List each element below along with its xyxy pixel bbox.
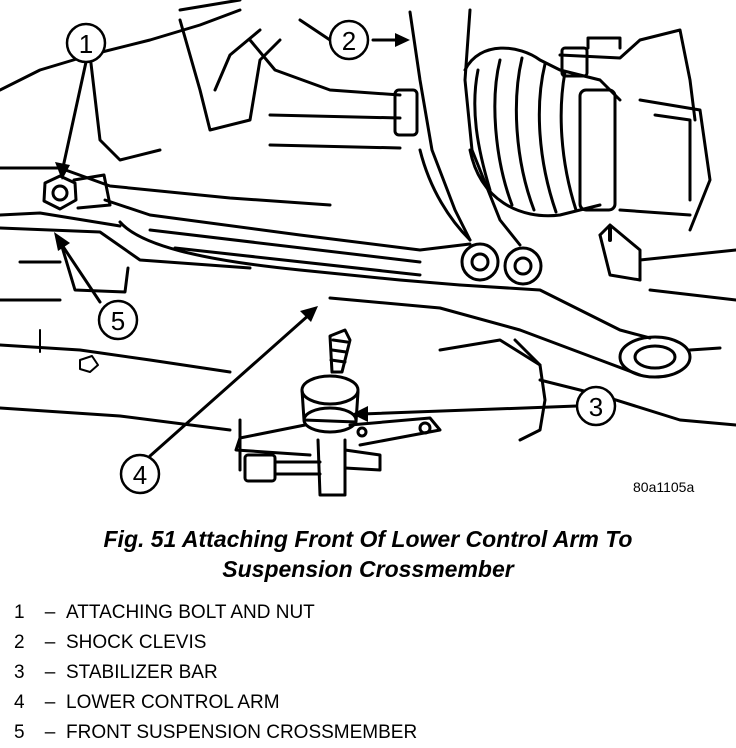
crossmember-drawing <box>0 166 332 432</box>
cv-boot-drawing <box>463 28 736 302</box>
legend-label: SHOCK CLEVIS <box>66 632 207 653</box>
legend-item: 4–LOWER CONTROL ARM <box>14 688 417 718</box>
callout-3-label: 3 <box>589 392 603 422</box>
legend-label: ATTACHING BOLT AND NUT <box>66 602 315 623</box>
legend-dash: – <box>44 632 56 653</box>
lower-control-arm-drawing <box>103 198 722 379</box>
callout-arrows <box>54 33 579 458</box>
callout-circles <box>65 19 617 495</box>
legend-number: 1 <box>14 602 25 623</box>
shock-clevis-drawing <box>408 8 543 286</box>
legend-dash: – <box>44 722 56 743</box>
legend-label: STABILIZER BAR <box>66 662 218 683</box>
callout-2-label: 2 <box>342 26 356 56</box>
attaching-bolt-drawing <box>42 173 112 211</box>
legend-item: 5–FRONT SUSPENSION CROSSMEMBER <box>14 718 417 748</box>
legend-dash: – <box>44 662 56 683</box>
callout-4-label: 4 <box>133 460 147 490</box>
legend-dash: – <box>44 602 56 623</box>
legend-item: 3–STABILIZER BAR <box>14 658 417 688</box>
stabilizer-link-drawing <box>234 328 736 497</box>
legend-number: 5 <box>14 722 25 743</box>
line-drawing-illustration: 1 2 3 4 5 <box>0 0 736 497</box>
legend-label: LOWER CONTROL ARM <box>66 692 280 713</box>
legend-item: 1–ATTACHING BOLT AND NUT <box>14 598 417 628</box>
legend-number: 4 <box>14 692 25 713</box>
legend-list: 1–ATTACHING BOLT AND NUT 2–SHOCK CLEVIS … <box>14 598 417 748</box>
caption-line-2: Suspension Crossmember <box>222 556 514 582</box>
figure-caption: Fig. 51 Attaching Front Of Lower Control… <box>0 524 736 584</box>
legend-dash: – <box>44 692 56 713</box>
legend-item: 2–SHOCK CLEVIS <box>14 628 417 658</box>
caption-line-1: Fig. 51 Attaching Front Of Lower Control… <box>103 526 633 552</box>
callout-5-label: 5 <box>111 306 125 336</box>
figure-code: 80a1105a <box>633 479 695 495</box>
callout-1-label: 1 <box>79 29 93 59</box>
legend-label: FRONT SUSPENSION CROSSMEMBER <box>66 722 418 743</box>
legend-number: 2 <box>14 632 25 653</box>
frame-rail-drawing <box>0 0 419 162</box>
legend-number: 3 <box>14 662 25 683</box>
